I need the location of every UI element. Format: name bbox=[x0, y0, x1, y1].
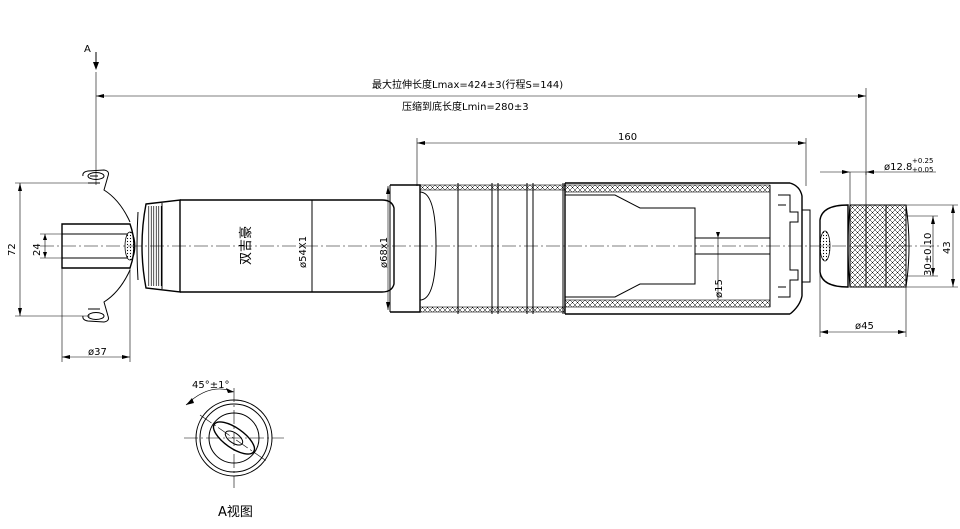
dim-15-label: ø15 bbox=[714, 279, 725, 298]
dim-12-8-label: ø12.8 bbox=[884, 162, 912, 173]
dim-54-label: ø54X1 bbox=[298, 236, 309, 268]
dim-37-lines bbox=[61, 268, 131, 362]
angle-label: 45°±1° bbox=[192, 380, 229, 391]
dim-160-label: 160 bbox=[618, 132, 637, 143]
view-a-arrow bbox=[93, 52, 99, 70]
dim-24-lines bbox=[40, 233, 62, 259]
dim-45-label: ø45 bbox=[855, 321, 874, 332]
dim-160-lines bbox=[416, 138, 807, 186]
right-bushing-rubber bbox=[819, 230, 831, 262]
dust-cover bbox=[180, 199, 395, 293]
inner-cylinder bbox=[564, 182, 790, 315]
brand-label: 双吉豪 bbox=[238, 226, 254, 265]
tol-upper-label: +0.25 bbox=[912, 157, 933, 165]
bottom-cap bbox=[778, 182, 811, 315]
dim-24-label: 24 bbox=[32, 243, 43, 256]
left-eye-mount bbox=[61, 169, 136, 323]
left-bushing bbox=[124, 231, 136, 261]
dim-72-lines bbox=[15, 182, 90, 317]
top-cap bbox=[136, 199, 181, 293]
view-caption: A视图 bbox=[218, 505, 253, 520]
lmax-dimension bbox=[95, 72, 867, 185]
dim-72-label: 72 bbox=[7, 243, 18, 256]
outer-tube bbox=[386, 183, 566, 314]
dim-15-lines bbox=[716, 232, 720, 300]
dim-43-label: 43 bbox=[942, 241, 953, 254]
dim-12-8-lines bbox=[820, 170, 936, 205]
dim-43-lines bbox=[906, 204, 958, 288]
right-eye-mount bbox=[819, 204, 910, 288]
dim-37-label: ø37 bbox=[88, 347, 107, 358]
dim-30-label: 30±0.10 bbox=[923, 233, 934, 276]
dim-30-lines bbox=[906, 215, 938, 277]
view-a-detail bbox=[184, 388, 284, 488]
lmin-label: 压缩到底长度Lmin=280±3 bbox=[402, 100, 529, 113]
view-marker-label: A bbox=[84, 44, 91, 55]
lmax-label: 最大拉伸长度Lmax=424±3(行程S=144) bbox=[372, 78, 563, 91]
dim-45-lines bbox=[819, 272, 907, 337]
tol-lower-label: +0.05 bbox=[912, 166, 933, 174]
dim-68-label: ø68x1 bbox=[379, 237, 390, 268]
